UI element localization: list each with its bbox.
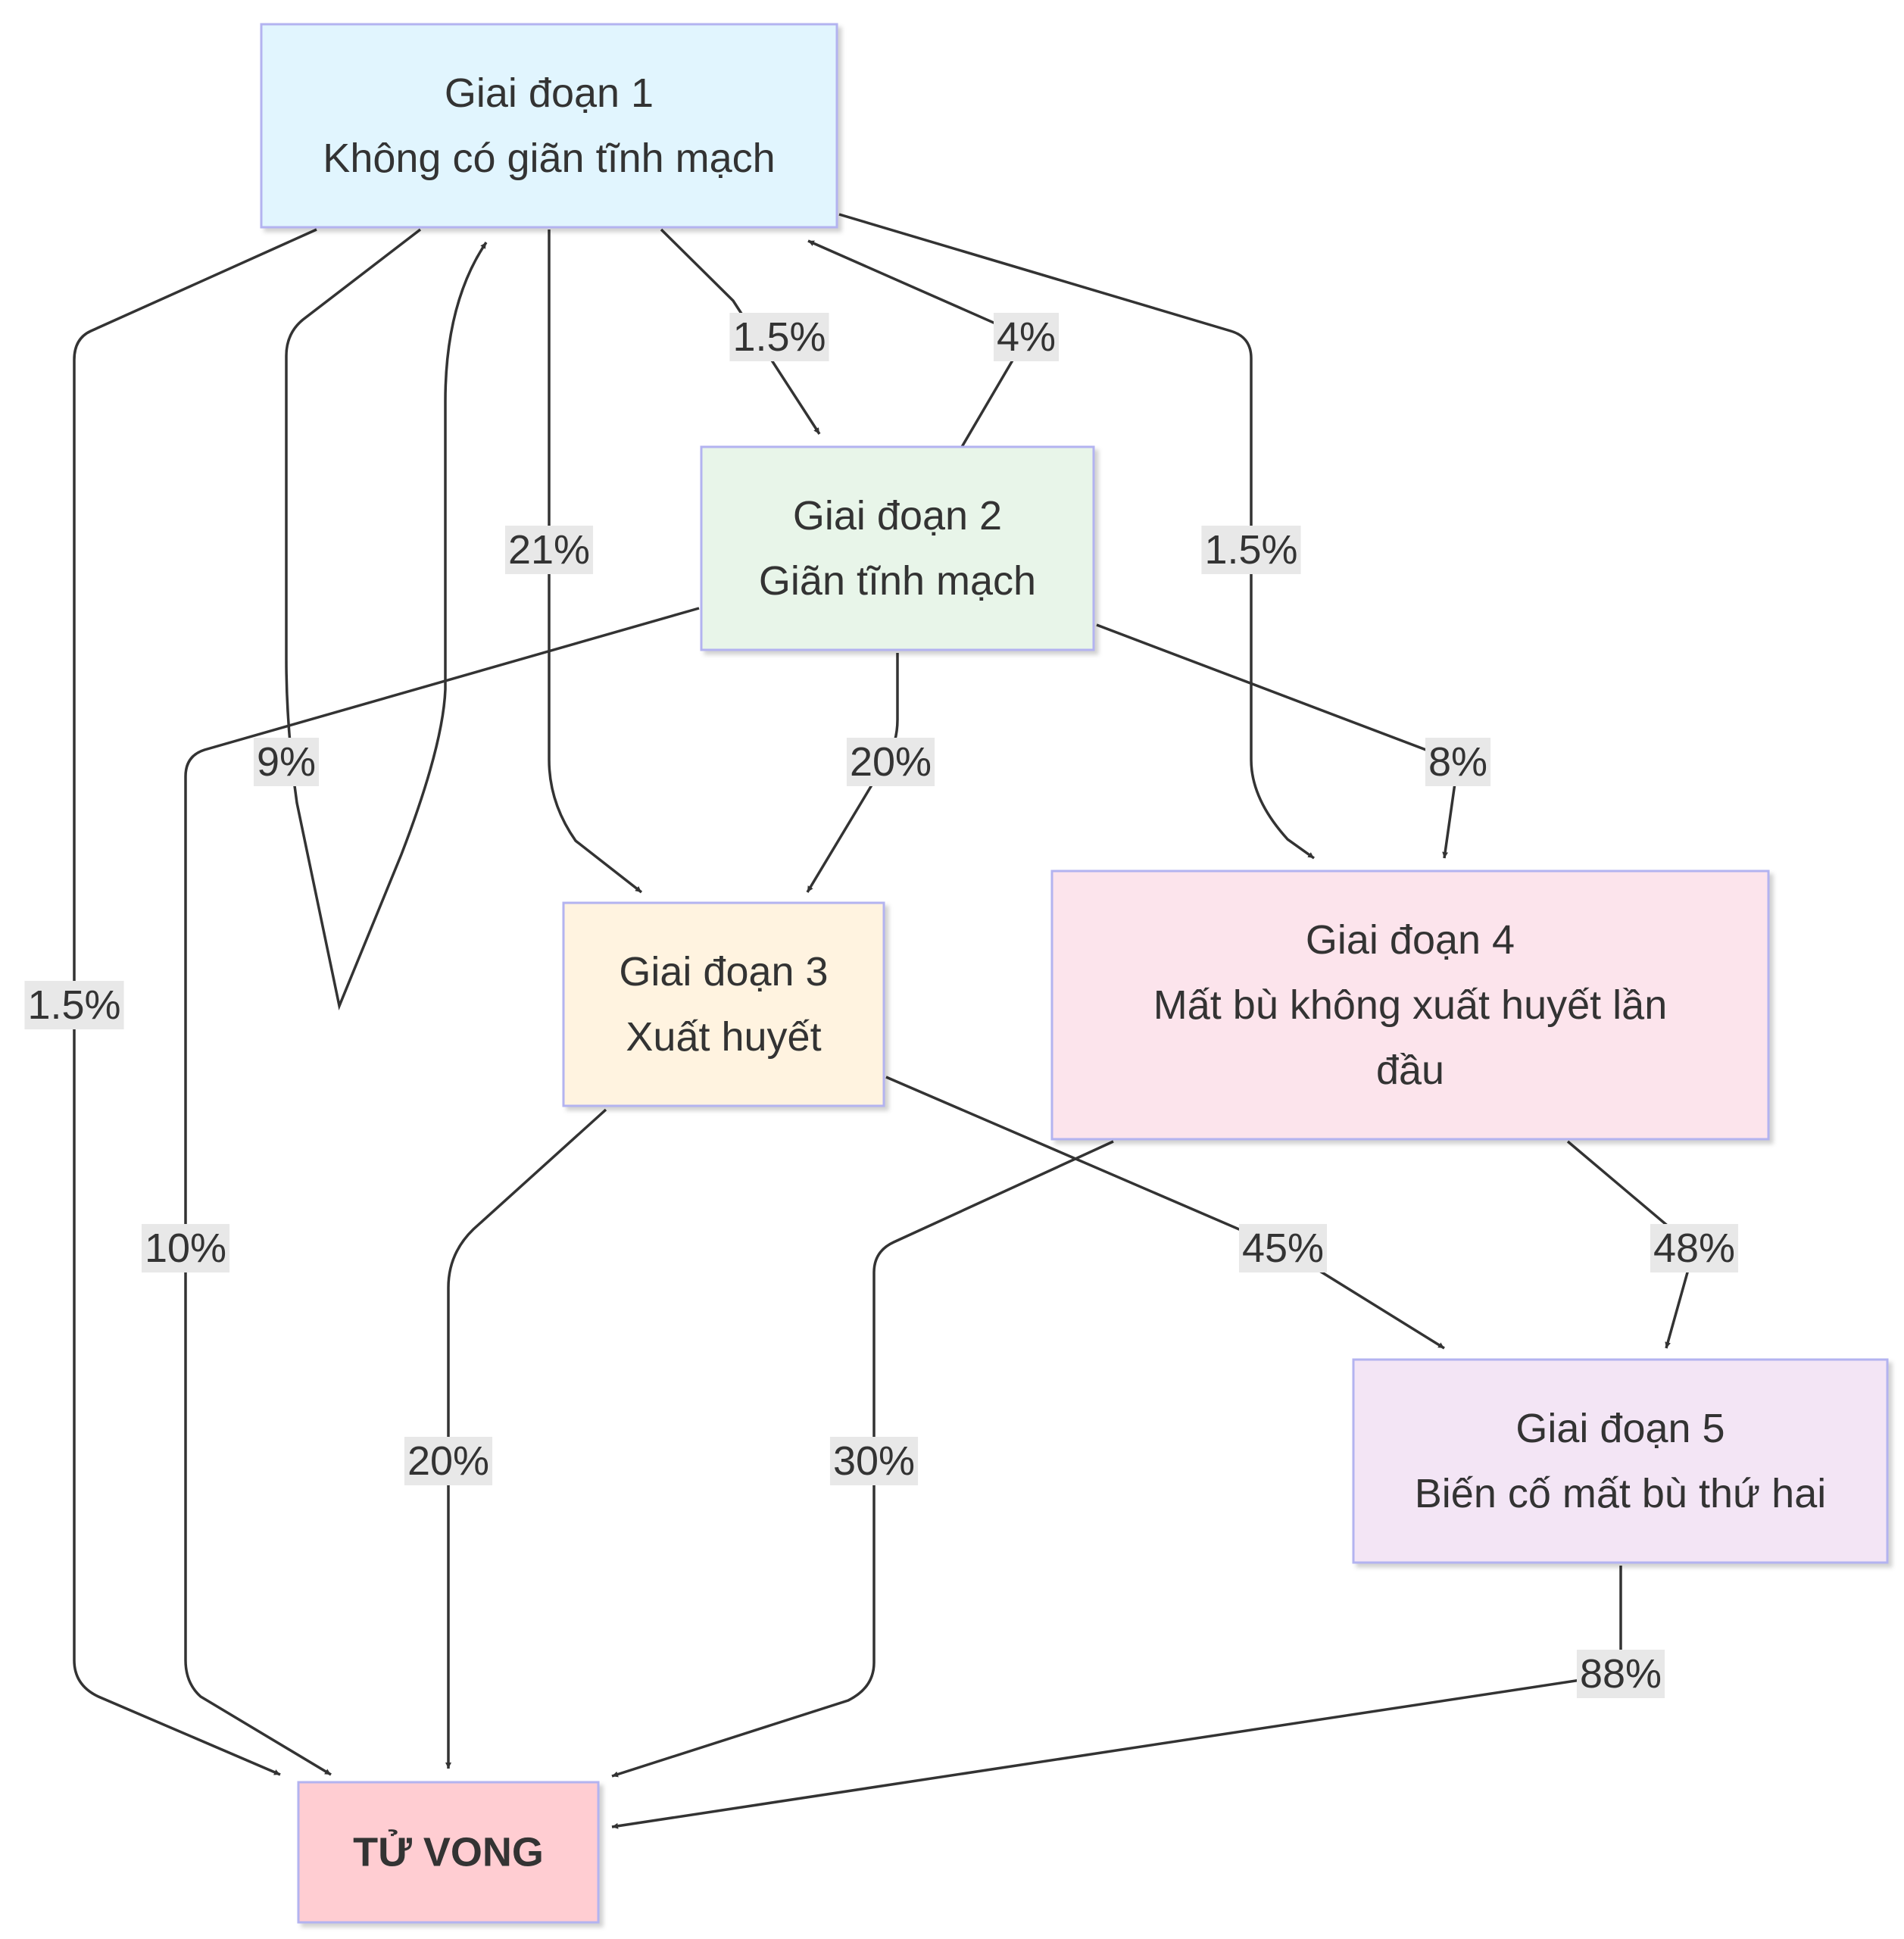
edge-label-s2-s4: 8% bbox=[1425, 738, 1491, 786]
edge-label-bg bbox=[141, 1224, 230, 1272]
node-stage3: Giai đoạn 3 Xuất huyết bbox=[562, 901, 885, 1107]
edge-label-s5-death: 88% bbox=[1576, 1650, 1665, 1698]
edge-label-bg bbox=[993, 313, 1060, 361]
edge-label-s3-s5: 45% bbox=[1238, 1224, 1328, 1272]
node-box bbox=[297, 1781, 600, 1924]
edge-label-s4-death: 30% bbox=[829, 1437, 919, 1485]
edge-label-text: 45% bbox=[1242, 1226, 1324, 1271]
edge-label-s1-s2: 1.5% bbox=[729, 313, 829, 361]
edge-label-bg bbox=[1238, 1224, 1328, 1272]
node-death: TỬ VONG bbox=[297, 1781, 600, 1924]
edge-s2-s4 bbox=[1096, 623, 1459, 859]
node-text-line: Xuất huyết bbox=[626, 1014, 821, 1060]
node-text-line: Biến cố mất bù thứ hai bbox=[1415, 1471, 1826, 1516]
edge-label-bg bbox=[1201, 526, 1301, 574]
edge-label-text: 30% bbox=[833, 1438, 915, 1484]
edge-label-bg bbox=[253, 738, 320, 786]
node-text-line: Không có giãn tĩnh mạch bbox=[323, 136, 775, 181]
edge-label-s2-s1: 4% bbox=[993, 313, 1060, 361]
node-text-line: đầu bbox=[1376, 1048, 1444, 1093]
edge-label-s3-death: 20% bbox=[404, 1437, 493, 1485]
edge-label-text: 1.5% bbox=[1204, 527, 1297, 573]
node-stage4: Giai đoạn 4 Mất bù không xuất huyết lần đầ… bbox=[1050, 870, 1770, 1141]
edge-label-bg bbox=[404, 1437, 493, 1485]
edge-label-s1-loop: 9% bbox=[253, 738, 320, 786]
edge-label-text: 48% bbox=[1653, 1226, 1735, 1271]
edge-s3-death bbox=[445, 1108, 607, 1769]
node-text-line: Giai đoạn 1 bbox=[445, 70, 654, 116]
edge-s1-s4 bbox=[838, 213, 1316, 860]
node-text-line: Giai đoạn 2 bbox=[793, 493, 1002, 539]
node-text-line: TỬ VONG bbox=[353, 1830, 544, 1875]
edge-label-s2-s3: 20% bbox=[846, 738, 935, 786]
edge-label-text: 1.5% bbox=[27, 982, 120, 1028]
node-stage2: Giai đoạn 2 Giãn tĩnh mạch bbox=[700, 445, 1095, 651]
edge-label-s1-s3: 21% bbox=[504, 526, 594, 574]
edge-s1-death bbox=[73, 228, 317, 1776]
edge-label-text: 8% bbox=[1428, 739, 1487, 785]
edge-label-s1-s4: 1.5% bbox=[1201, 526, 1301, 574]
node-box bbox=[1352, 1358, 1889, 1564]
edge-label-text: 20% bbox=[850, 739, 932, 785]
edge-label-text: 88% bbox=[1580, 1651, 1662, 1697]
edge-label-bg bbox=[1576, 1650, 1665, 1698]
edge-s1-loop bbox=[285, 228, 488, 1010]
edge-s1-s2 bbox=[660, 228, 821, 435]
edge-label-bg bbox=[1425, 738, 1491, 786]
node-box bbox=[1050, 870, 1770, 1141]
node-stage1: Giai đoạn 1 Không có giãn tĩnh mạch bbox=[260, 23, 838, 229]
edge-label-text: 9% bbox=[257, 739, 316, 785]
edge-label-bg bbox=[24, 981, 124, 1029]
node-box bbox=[562, 901, 885, 1107]
node-box bbox=[260, 23, 838, 229]
edge-label-s1-death: 1.5% bbox=[24, 981, 124, 1029]
node-text-line: Giai đoạn 4 bbox=[1306, 917, 1515, 963]
edge-label-text: 4% bbox=[997, 314, 1056, 360]
edge-label-s2-death: 10% bbox=[141, 1224, 230, 1272]
node-text-line: Giai đoạn 5 bbox=[1515, 1406, 1725, 1451]
edge-label-bg bbox=[504, 526, 594, 574]
node-text-line: Giai đoạn 3 bbox=[619, 949, 828, 994]
node-text-line: Giãn tĩnh mạch bbox=[759, 558, 1036, 604]
edge-s5-death bbox=[611, 1566, 1622, 1829]
edge-label-bg bbox=[846, 738, 935, 786]
edge-label-text: 10% bbox=[145, 1226, 226, 1271]
edge-s2-death bbox=[184, 607, 700, 1776]
edge-s4-death bbox=[611, 1140, 1114, 1778]
node-box bbox=[700, 445, 1095, 651]
edge-s2-s1 bbox=[807, 239, 1028, 448]
edge-s1-s3 bbox=[548, 229, 643, 894]
edge-label-text: 21% bbox=[508, 527, 590, 573]
node-text-line: Mất bù không xuất huyết lần bbox=[1153, 982, 1667, 1028]
edge-label-text: 20% bbox=[407, 1438, 489, 1484]
edge-label-bg bbox=[1650, 1224, 1739, 1272]
node-stage5: Giai đoạn 5 Biến cố mất bù thứ hai bbox=[1352, 1358, 1889, 1564]
edge-label-bg bbox=[829, 1437, 919, 1485]
edge-label-bg bbox=[729, 313, 829, 361]
edge-label-text: 1.5% bbox=[732, 314, 826, 360]
edge-label-s4-s5: 48% bbox=[1650, 1224, 1739, 1272]
